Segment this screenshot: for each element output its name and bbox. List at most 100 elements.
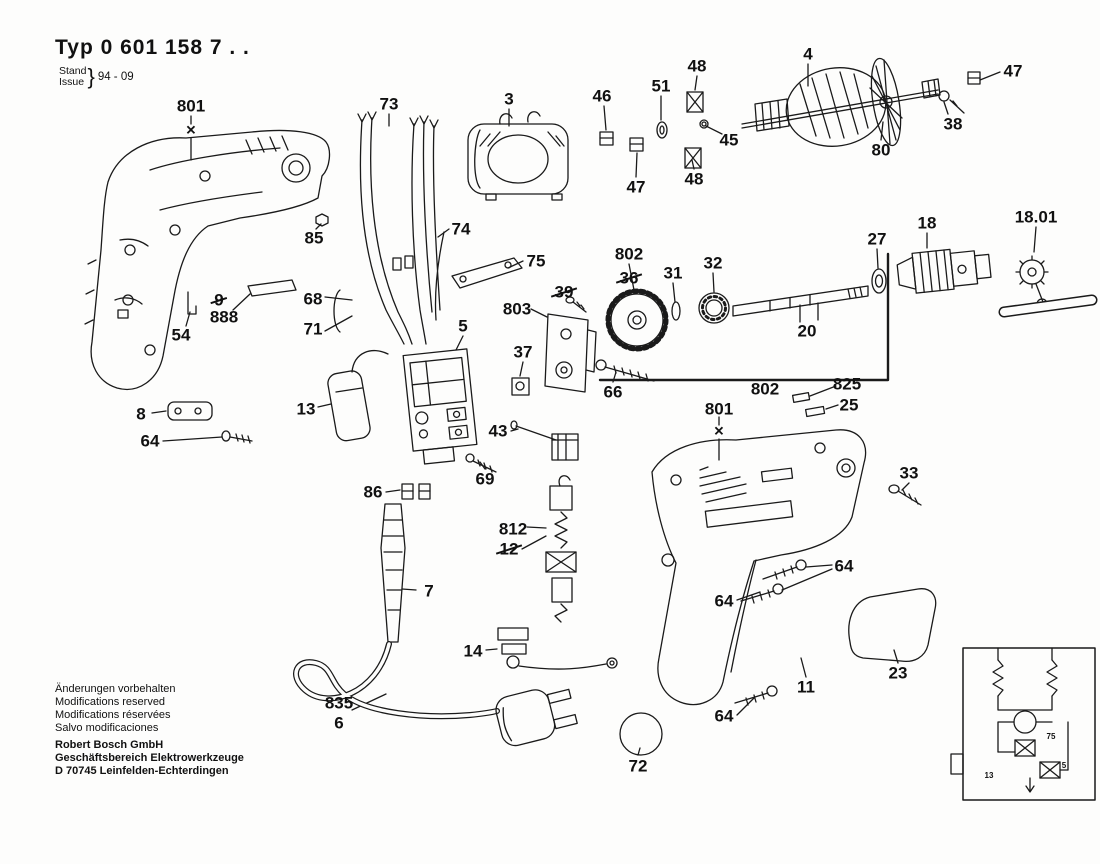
pinion-drawing bbox=[921, 78, 941, 99]
wiring-schematic-drawing bbox=[950, 647, 1096, 801]
part-label-9: 9 bbox=[214, 290, 224, 310]
part-14-drawing bbox=[497, 627, 618, 670]
brush-holder-48-bottom-drawing bbox=[684, 147, 702, 169]
part-label-13: 13 bbox=[296, 399, 316, 419]
pin-25-drawing bbox=[804, 405, 826, 418]
disc-72-drawing bbox=[619, 712, 663, 756]
screws-64-right-drawing bbox=[734, 559, 807, 706]
part-label-801: 801 bbox=[704, 399, 734, 419]
footer-note-line: Änderungen vorbehalten bbox=[55, 683, 176, 695]
bearing-27-drawing bbox=[871, 268, 887, 294]
part-label-25: 25 bbox=[839, 395, 859, 415]
washer-51-drawing bbox=[656, 121, 668, 139]
wires-drawing bbox=[333, 111, 445, 345]
part-label-11: 11 bbox=[797, 677, 815, 697]
part-label-802: 802 bbox=[750, 379, 780, 399]
part-label-43: 43 bbox=[488, 421, 508, 441]
x-mark: ✕ bbox=[185, 122, 197, 138]
part-label-31: 31 bbox=[663, 263, 683, 283]
part-label-5: 5 bbox=[458, 316, 468, 336]
screw-66-drawing bbox=[595, 359, 655, 382]
part-label-69: 69 bbox=[475, 469, 495, 489]
part-label-7: 7 bbox=[424, 581, 434, 601]
lever-75-drawing bbox=[451, 257, 523, 289]
part-label-64: 64 bbox=[834, 556, 854, 576]
part-label-812: 812 bbox=[498, 519, 528, 539]
part-label-32: 32 bbox=[703, 253, 723, 273]
issue-brace: } bbox=[87, 64, 95, 89]
part-label-18.01: 18.01 bbox=[1014, 207, 1058, 227]
part-label-74: 74 bbox=[451, 219, 471, 239]
brush-holder-48-top-drawing bbox=[686, 91, 704, 113]
part-label-38: 38 bbox=[943, 114, 963, 134]
screw-69-drawing bbox=[465, 453, 497, 473]
cable-drawing bbox=[293, 503, 578, 747]
plate-23-drawing bbox=[848, 588, 937, 663]
part-label-39: 39 bbox=[554, 282, 574, 302]
part-label-48: 48 bbox=[687, 56, 707, 76]
part-label-801: 801 bbox=[176, 96, 206, 116]
part-label-37: 37 bbox=[513, 342, 533, 362]
part-label-45: 45 bbox=[719, 130, 739, 150]
part-label-835: 835 bbox=[324, 693, 354, 713]
footer-company-line: Geschäftsbereich Elektrowerkzeuge bbox=[55, 752, 244, 764]
part-label-23: 23 bbox=[888, 663, 908, 683]
part-label-54: 54 bbox=[171, 325, 191, 345]
left-housing-drawing bbox=[84, 129, 331, 444]
part-label-75: 75 bbox=[526, 251, 546, 271]
part-label-68: 68 bbox=[303, 289, 323, 309]
part-label-47: 47 bbox=[1003, 61, 1023, 81]
lever-8-drawing bbox=[167, 401, 213, 421]
part-label-8: 8 bbox=[136, 404, 146, 424]
right-housing-11-drawing bbox=[651, 429, 867, 706]
issue-value: 94 - 09 bbox=[97, 71, 134, 83]
leader-lines bbox=[151, 63, 1037, 756]
x-mark: ✕ bbox=[713, 423, 725, 439]
part-label-20: 20 bbox=[797, 321, 817, 341]
part-label-825: 825 bbox=[832, 374, 862, 394]
fan-80-drawing bbox=[869, 57, 903, 147]
clip-54-drawing bbox=[187, 291, 197, 315]
part-label-66: 66 bbox=[603, 382, 623, 402]
part-label-72: 72 bbox=[628, 756, 648, 776]
part-label-64: 64 bbox=[140, 431, 160, 451]
part-label-71: 71 bbox=[303, 319, 323, 339]
part-label-64: 64 bbox=[714, 591, 734, 611]
part-label-802: 802 bbox=[614, 244, 644, 264]
footer-note-line: Modifications réservées bbox=[55, 709, 171, 721]
chuck-key-18-01-drawing bbox=[998, 255, 1098, 318]
part-label-73: 73 bbox=[379, 94, 399, 114]
bearing-32-drawing bbox=[698, 292, 730, 324]
type-number: Typ 0 601 158 7 . . bbox=[55, 36, 250, 59]
part-label-46: 46 bbox=[592, 86, 612, 106]
switch-5-drawing bbox=[402, 348, 478, 465]
part-label-64: 64 bbox=[714, 706, 734, 726]
part-label-3: 3 bbox=[504, 89, 514, 109]
nut-85-drawing bbox=[315, 213, 329, 227]
part-label-80: 80 bbox=[871, 140, 891, 160]
plug-drawing bbox=[495, 688, 578, 747]
pin-825-drawing bbox=[791, 392, 811, 403]
part-label-48: 48 bbox=[684, 169, 704, 189]
part-label-888: 888 bbox=[209, 307, 239, 327]
part-label-12: 12 bbox=[499, 539, 519, 559]
issue-label-top: Stand bbox=[59, 65, 87, 77]
brush-set-812-drawing bbox=[545, 475, 577, 623]
part-label-6: 6 bbox=[334, 713, 344, 733]
strain-relief-7-drawing bbox=[380, 503, 406, 643]
gear-assembly-drawing bbox=[605, 268, 887, 352]
part-label-803: 803 bbox=[502, 299, 532, 319]
nut-37-drawing bbox=[511, 377, 530, 396]
footer-note-line: Salvo modificaciones bbox=[55, 722, 159, 734]
part-label-27: 27 bbox=[867, 229, 887, 249]
part-label-47: 47 bbox=[626, 177, 646, 197]
washer-31-drawing bbox=[671, 301, 681, 321]
footer-note-line: Modifications reserved bbox=[55, 696, 166, 708]
sleeves-86-drawing bbox=[401, 483, 431, 500]
